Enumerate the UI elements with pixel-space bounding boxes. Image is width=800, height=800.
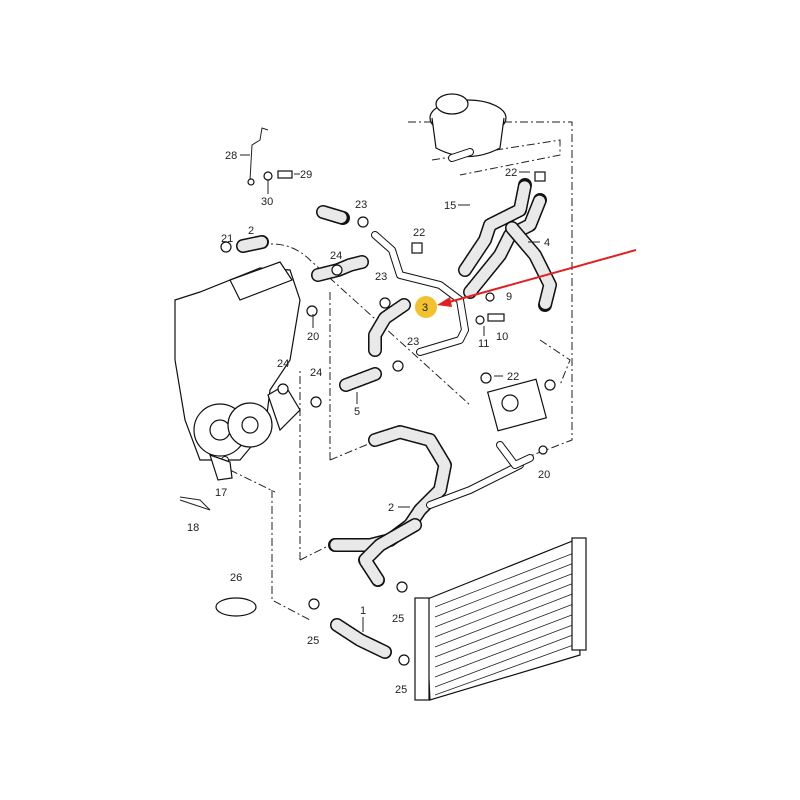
- label-18: 18: [187, 522, 199, 534]
- label-2: 2: [388, 502, 394, 514]
- label-26: 26: [230, 572, 242, 584]
- label-11: 11: [478, 338, 489, 350]
- label-22: 22: [413, 227, 425, 239]
- label-10: 10: [496, 331, 508, 343]
- label-25: 25: [395, 684, 407, 696]
- label-20: 20: [538, 469, 550, 481]
- label-23: 23: [407, 336, 419, 348]
- engine-block: [174, 261, 301, 461]
- label-17: 17: [215, 487, 227, 499]
- label-20: 20: [307, 331, 319, 343]
- label-22: 22: [507, 371, 519, 383]
- label-29: 29: [300, 169, 312, 181]
- label-28: 28: [225, 150, 237, 162]
- label-23: 23: [375, 271, 387, 283]
- label-24: 24: [330, 250, 342, 262]
- label-30: 30: [261, 196, 273, 208]
- label-22: 22: [505, 167, 517, 179]
- part-labels: 28 29 30 22 15 23 2 21 22 4 24 23 3 9 10…: [187, 150, 550, 696]
- red-arrow: [437, 249, 637, 307]
- leader-lines: [240, 154, 540, 632]
- radiator: [414, 537, 587, 701]
- label-3: 3: [422, 302, 428, 314]
- label-21: 21: [221, 233, 233, 245]
- label-5: 5: [354, 406, 360, 418]
- label-1: 1: [360, 605, 366, 617]
- label-9: 9: [506, 291, 512, 303]
- expansion-tank: [429, 93, 507, 162]
- label-4: 4: [544, 237, 550, 249]
- highlight-marker: [415, 296, 437, 318]
- small-parts: [179, 127, 556, 666]
- label-2: 2: [248, 225, 254, 237]
- hoses: [236, 178, 557, 659]
- label-25: 25: [307, 635, 319, 647]
- label-24: 24: [310, 367, 322, 379]
- label-15: 15: [444, 200, 456, 212]
- label-25: 25: [392, 613, 404, 625]
- label-23: 23: [355, 199, 367, 211]
- label-24: 24: [277, 358, 289, 370]
